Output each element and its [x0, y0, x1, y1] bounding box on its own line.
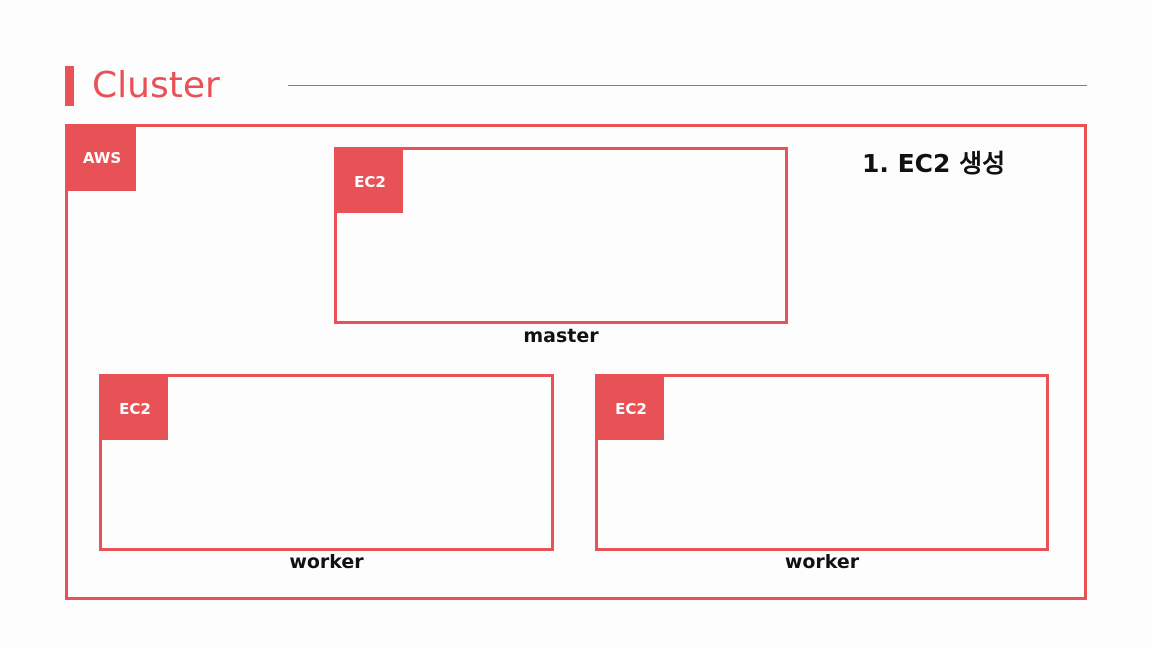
worker-2-ec2-tag: EC2 — [598, 377, 664, 440]
title-divider — [288, 85, 1087, 86]
title-accent-bar — [65, 66, 74, 106]
aws-tag: AWS — [68, 127, 136, 191]
worker-node-frame-2: EC2 — [595, 374, 1049, 551]
worker-node-label-1: worker — [289, 551, 364, 573]
master-ec2-tag: EC2 — [337, 150, 403, 213]
page-title: Cluster — [92, 65, 220, 106]
master-node-frame: EC2 — [334, 147, 788, 324]
aws-cloud-frame: AWS — [65, 124, 1087, 600]
worker-1-ec2-tag: EC2 — [102, 377, 168, 440]
worker-node-label-2: worker — [784, 551, 860, 573]
master-node-label: master — [523, 325, 599, 347]
step-label: 1. EC2 생성 — [862, 149, 1006, 178]
worker-node-frame-1: EC2 — [99, 374, 554, 551]
